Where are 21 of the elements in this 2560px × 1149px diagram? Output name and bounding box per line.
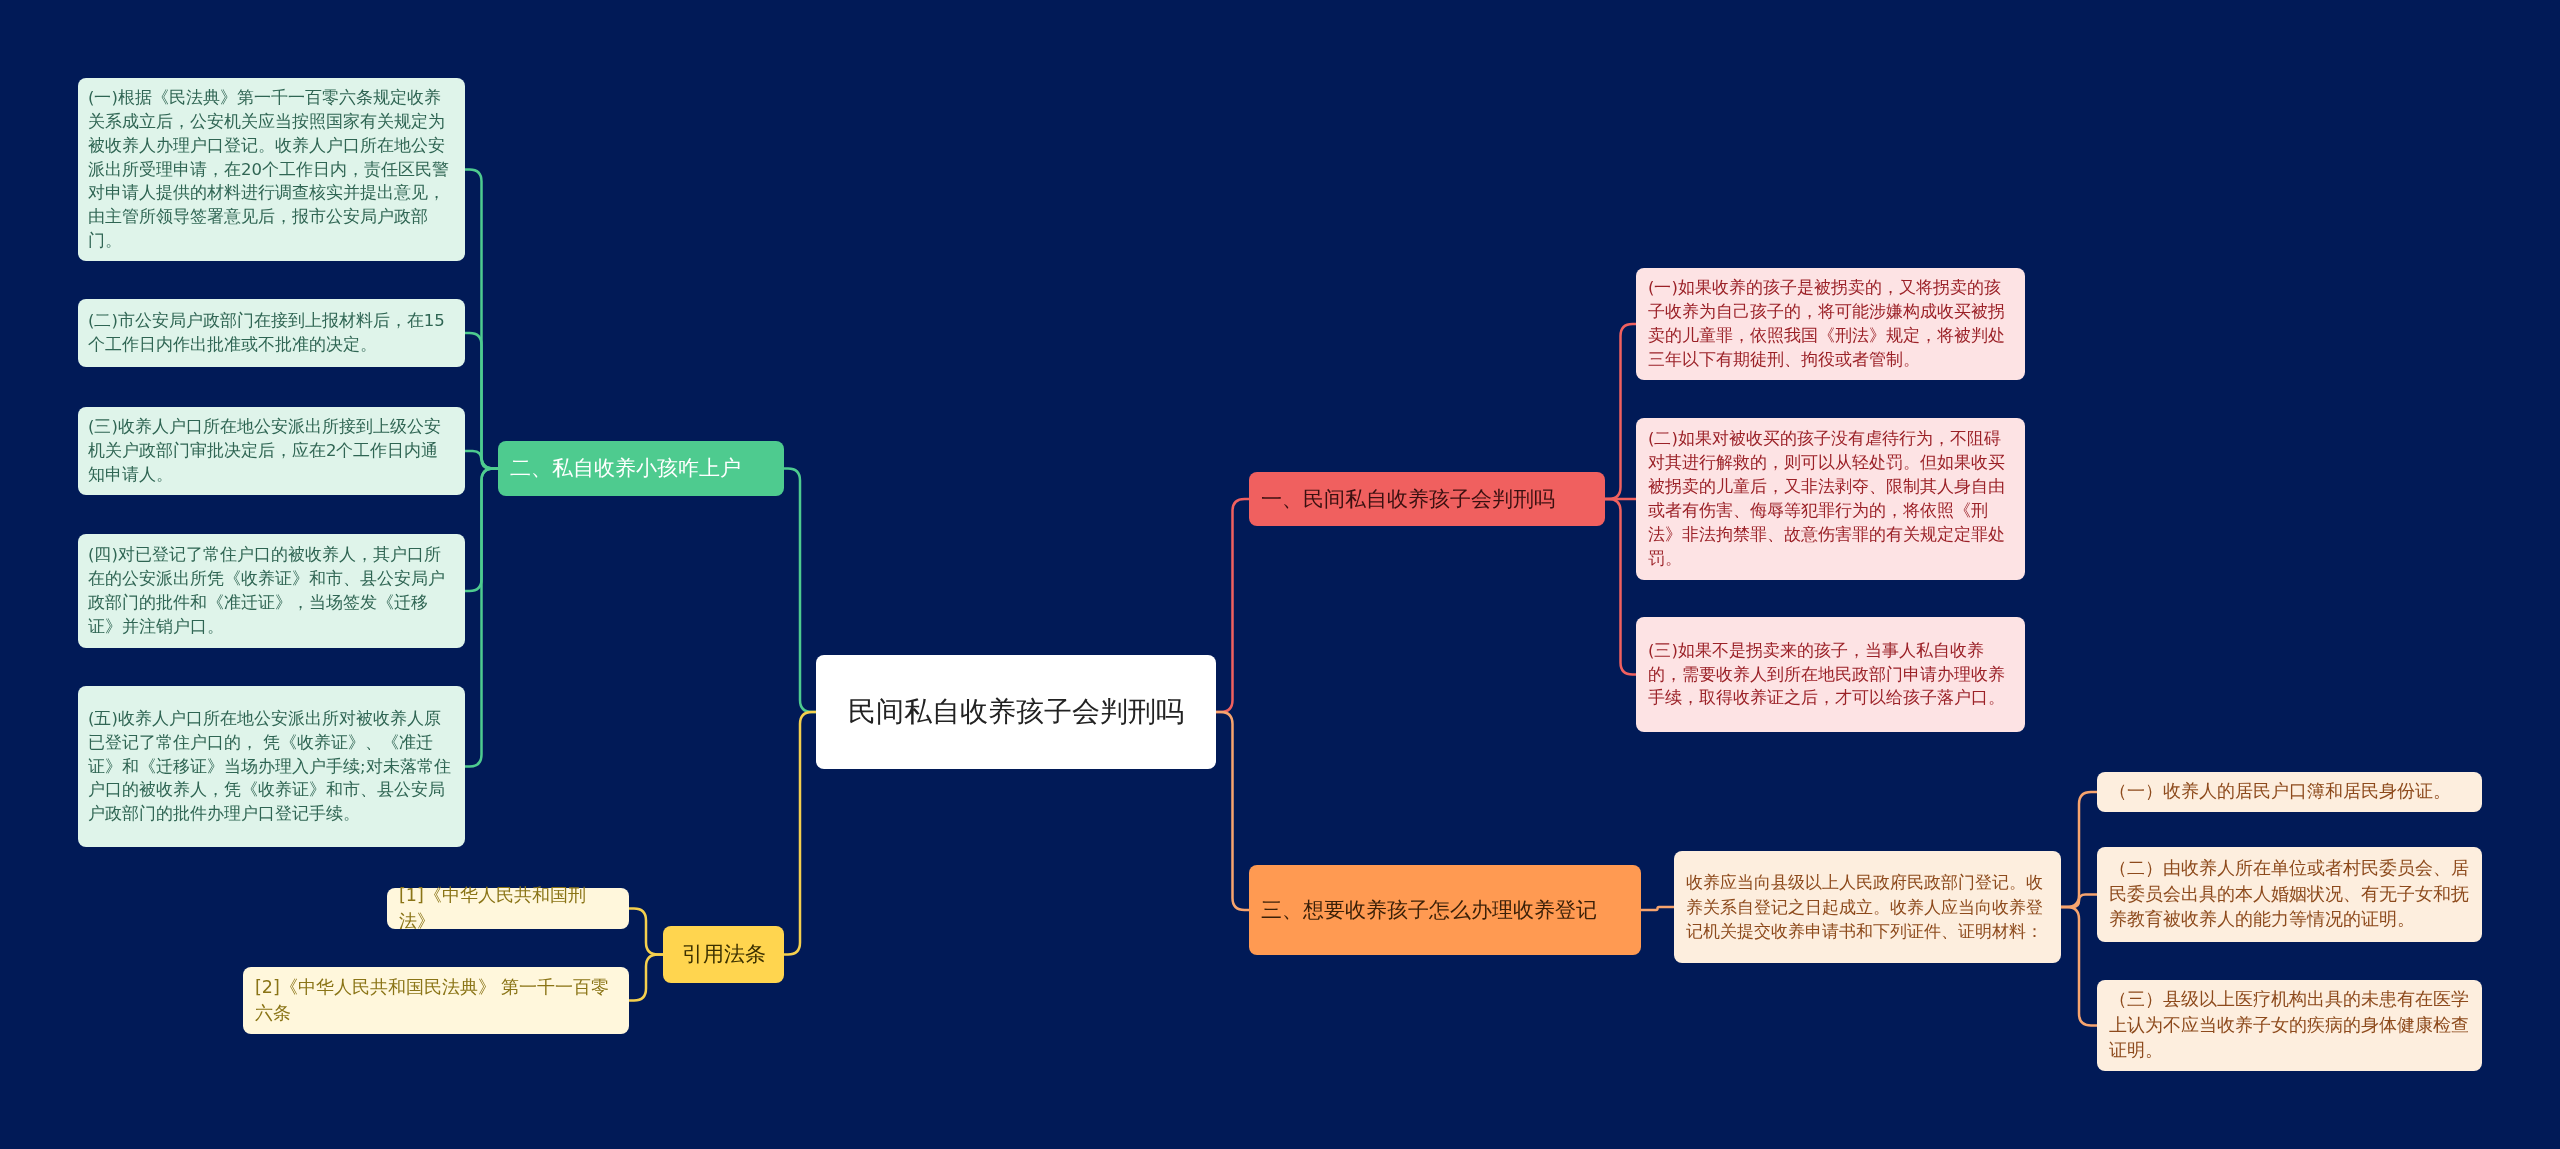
topic-box: 三、想要收养孩子怎么办理收养登记 (1249, 865, 1641, 955)
text-card: (四)对已登记了常住户口的被收养人，其户口所在的公安派出所凭《收养证》和市、县公安局户政部门的批件和《准迁证》，当场签发《迁移证》并注销户口。 (78, 534, 465, 648)
connector-line (629, 953, 663, 1002)
topic-box: 一、民间私自收养孩子会判刑吗 (1249, 472, 1605, 526)
central-topic-box: 民间私自收养孩子会判刑吗 (816, 655, 1216, 769)
text-card: (五)收养人户口所在地公安派出所对被收养人原已登记了常住户口的， 凭《收养证》、《准迁证》和《迁移证》当场办理入户手续;对未落常住户口的被收养人，凭《收养证》和市、县公安局户政部门的批件办理户口登记手续。 (78, 686, 465, 847)
topic-box: 二、私自收养小孩咋上户 (498, 441, 784, 496)
reference-card: [1]《中华人民共和国刑法》 (387, 888, 629, 929)
text-card: (三)如果不是拐卖来的孩子，当事人私自收养的，需要收养人到所在地民政部门申请办理收养手续，取得收养证之后，才可以给孩子落户口。 (1636, 617, 2025, 732)
text-card: （三）县级以上医疗机构出具的未患有在医学上认为不应当收养子女的疾病的身体健康检查证明。 (2097, 980, 2482, 1071)
text-card: 收养应当向县级以上人民政府民政部门登记。收养关系自登记之日起成立。收养人应当向收养登记机关提交收养申请书和下列证件、证明材料： (1674, 851, 2061, 963)
text-card: （二）由收养人所在单位或者村民委员会、居民委员会出具的本人婚姻状况、有无子女和抚养教育被收养人的能力等情况的证明。 (2097, 847, 2482, 942)
reference-card: [2]《中华人民共和国民法典》 第一千一百零六条 (243, 967, 629, 1034)
text-card: (二)如果对被收买的孩子没有虐待行为，不阻碍对其进行解救的，则可以从轻处罚。但如果收买被拐卖的儿童后，又非法剥夺、限制其人身自由或者有伤害、侮辱等犯罪行为的，将依照《刑法》非法拘禁罪、故意伤害罪的有关规定定罪处罚。 (1636, 418, 2025, 580)
text-card: (二)市公安局户政部门在接到上报材料后，在15个工作日内作出批准或不批准的决定。 (78, 299, 465, 367)
connector-line (1641, 905, 1674, 912)
text-card: (三)收养人户口所在地公安派出所接到上级公安机关户政部门审批决定后，应在2个工作日内通知申请人。 (78, 407, 465, 495)
text-card: （一）收养人的居民户口簿和居民身份证。 (2097, 772, 2482, 812)
topic-box: 引用法条 (663, 926, 784, 983)
text-card: (一)根据《民法典》第一千一百零六条规定收养关系成立后，公安机关应当按照国家有关规定为被收养人办理户口登记。收养人户口所在地公安派出所受理申请，在20个工作日内，责任区民警对申请人提供的材料进行调查核实并提出意见，由主管所领导签署意见后，报市公安局户政部门。 (78, 78, 465, 261)
text-card: (一)如果收养的孩子是被拐卖的，又将拐卖的孩子收养为自己孩子的，将可能涉嫌构成收买被拐卖的儿童罪，依照我国《刑法》规定，将被判处三年以下有期徒刑、拘役或者管制。 (1636, 268, 2025, 380)
